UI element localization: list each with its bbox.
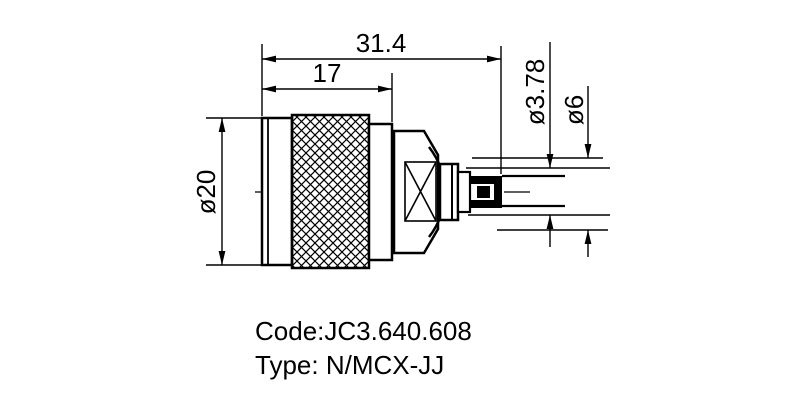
dimension-body-diameter: ø20: [191, 117, 264, 266]
note-code: Code:JC3.640.608: [255, 316, 472, 346]
dim-label-pin-diameter: ø3.78: [520, 59, 550, 126]
dimension-body-length: 17: [262, 58, 393, 122]
hex-section: [392, 129, 446, 255]
mcx-center-block: [477, 186, 490, 198]
note-type: Type: N/MCX-JJ: [255, 350, 444, 380]
knurl-section: [290, 113, 371, 270]
dim-label-body-diameter: ø20: [191, 170, 221, 215]
center-pin: [502, 174, 565, 208]
collar-small: [456, 170, 472, 214]
mcx-interface: [469, 176, 502, 208]
cone-x-diagonal-2: [404, 161, 437, 222]
title-notes: Code:JC3.640.608 Type: N/MCX-JJ: [255, 316, 472, 380]
dim-label-body-length: 17: [313, 58, 342, 88]
connector-body: [260, 113, 394, 270]
mcx-bottom-bar: [469, 200, 502, 208]
dimension-collar-diameter: ø6: [472, 86, 608, 257]
rear-plain-section: [367, 122, 394, 262]
cone-x-box: [404, 161, 437, 222]
mcx-top-bar: [469, 176, 502, 184]
dimension-overall-length: 31.4: [261, 28, 502, 174]
collar-large: [438, 162, 460, 222]
dim-label-overall-length: 31.4: [356, 28, 407, 58]
front-cap: [260, 116, 294, 267]
rear-collars: [438, 162, 472, 222]
dim-label-collar-diameter: ø6: [559, 95, 589, 125]
dimension-pin-diameter: ø3.78: [466, 42, 610, 247]
mcx-end-block: [494, 176, 502, 208]
